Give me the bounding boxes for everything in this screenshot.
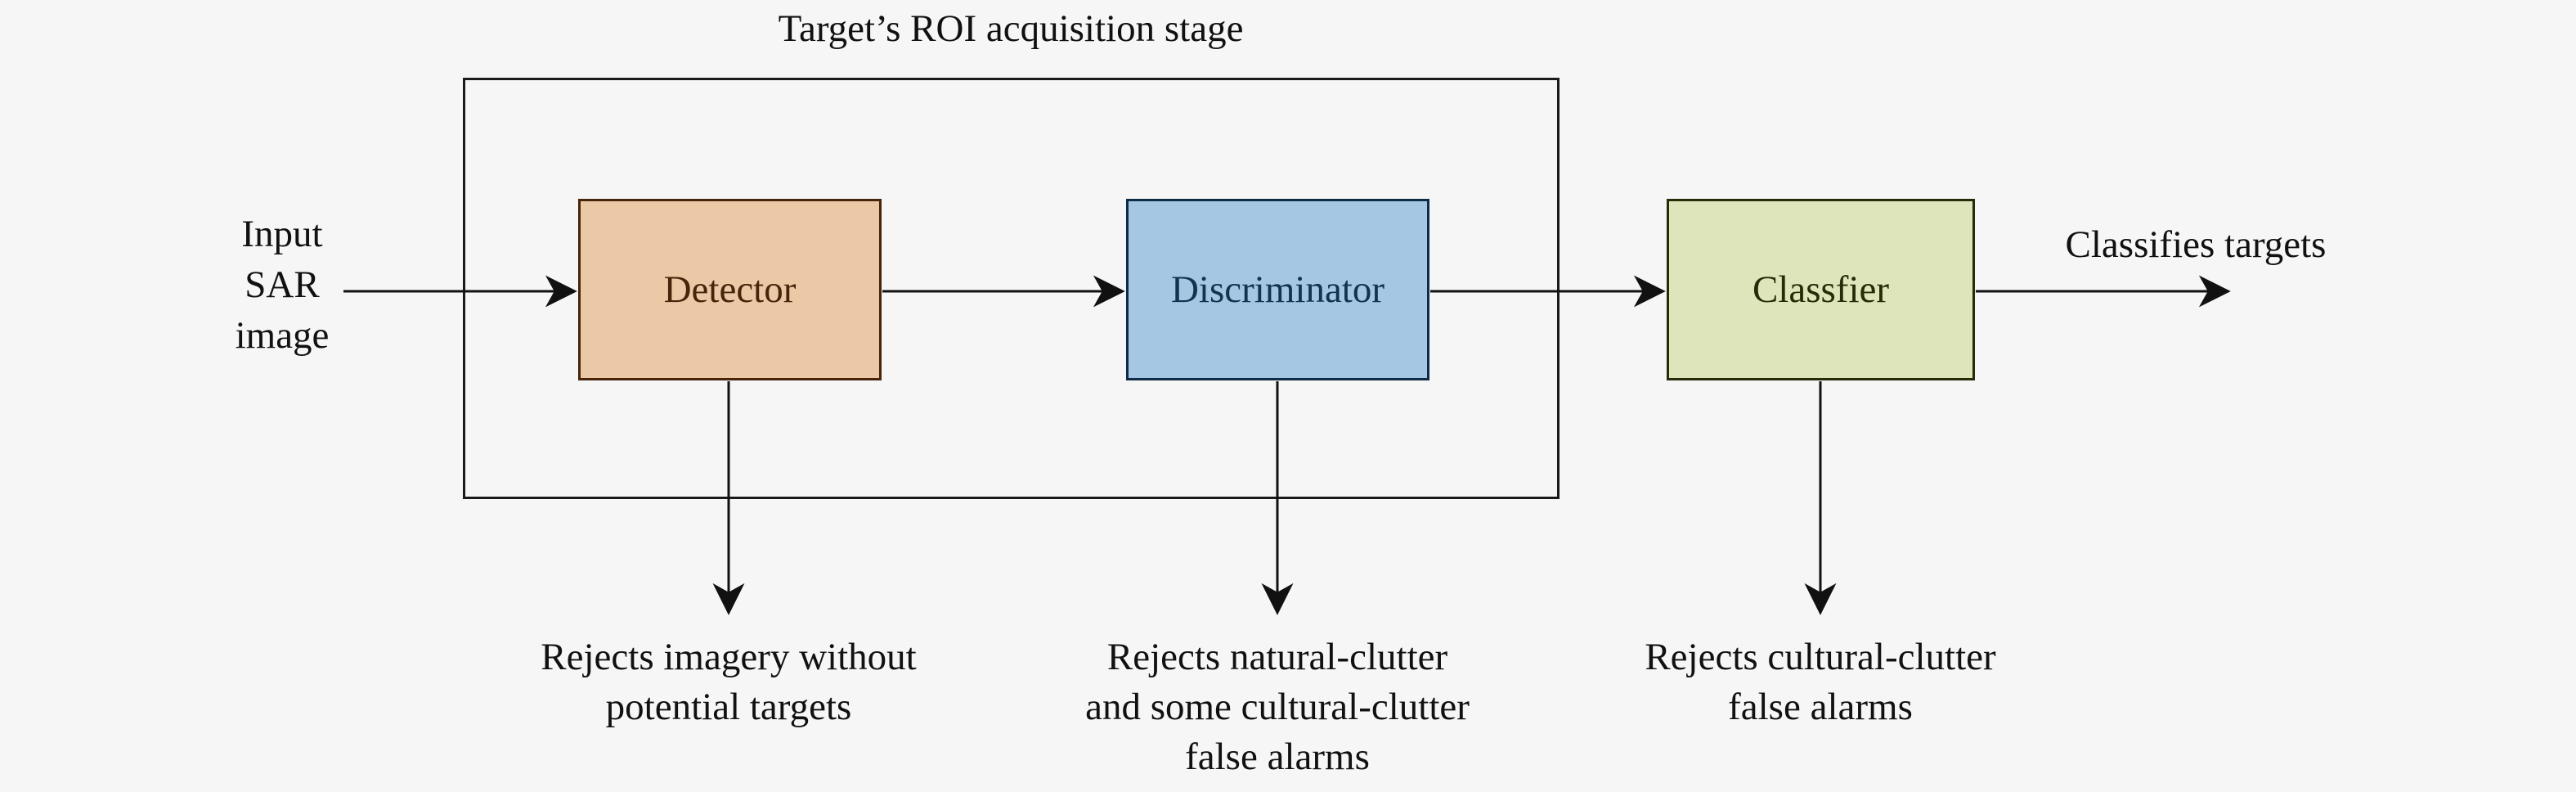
discriminator-label: Discriminator bbox=[1170, 268, 1385, 311]
stage-title: Target’s ROI acquisition stage bbox=[778, 7, 1244, 50]
classfier-reject-line-1: Rejects cultural-clutter bbox=[1645, 636, 1996, 678]
discriminator-reject-line-2: and some cultural-clutter bbox=[1085, 686, 1470, 728]
classfier-reject-label: Rejects cultural-clutter false alarms bbox=[1575, 632, 2066, 732]
roi-acquisition-stage-boundary bbox=[463, 78, 1560, 499]
discriminator-block: Discriminator bbox=[1126, 199, 1429, 380]
input-label-line-1: Input bbox=[241, 213, 323, 255]
detector-block: Detector bbox=[578, 199, 882, 380]
discriminator-reject-line-1: Rejects natural-clutter bbox=[1106, 636, 1448, 678]
input-label-line-3: image bbox=[235, 314, 330, 357]
classifies-targets-label: Classifies targets bbox=[2065, 223, 2327, 266]
input-label-line-2: SAR bbox=[245, 263, 320, 306]
classfier-block: Classfier bbox=[1667, 199, 1975, 380]
classfier-reject-line-2: false alarms bbox=[1728, 686, 1913, 728]
detector-reject-line-1: Rejects imagery without bbox=[541, 636, 917, 678]
detector-reject-line-2: potential targets bbox=[605, 686, 852, 728]
classfier-label: Classfier bbox=[1752, 268, 1890, 311]
detector-reject-label: Rejects imagery without potential target… bbox=[483, 632, 974, 732]
discriminator-reject-line-3: false alarms bbox=[1185, 736, 1370, 778]
input-sar-image-label: Input SAR image bbox=[159, 209, 405, 361]
detector-label: Detector bbox=[663, 268, 797, 311]
discriminator-reject-label: Rejects natural-clutter and some cultura… bbox=[991, 632, 1564, 782]
